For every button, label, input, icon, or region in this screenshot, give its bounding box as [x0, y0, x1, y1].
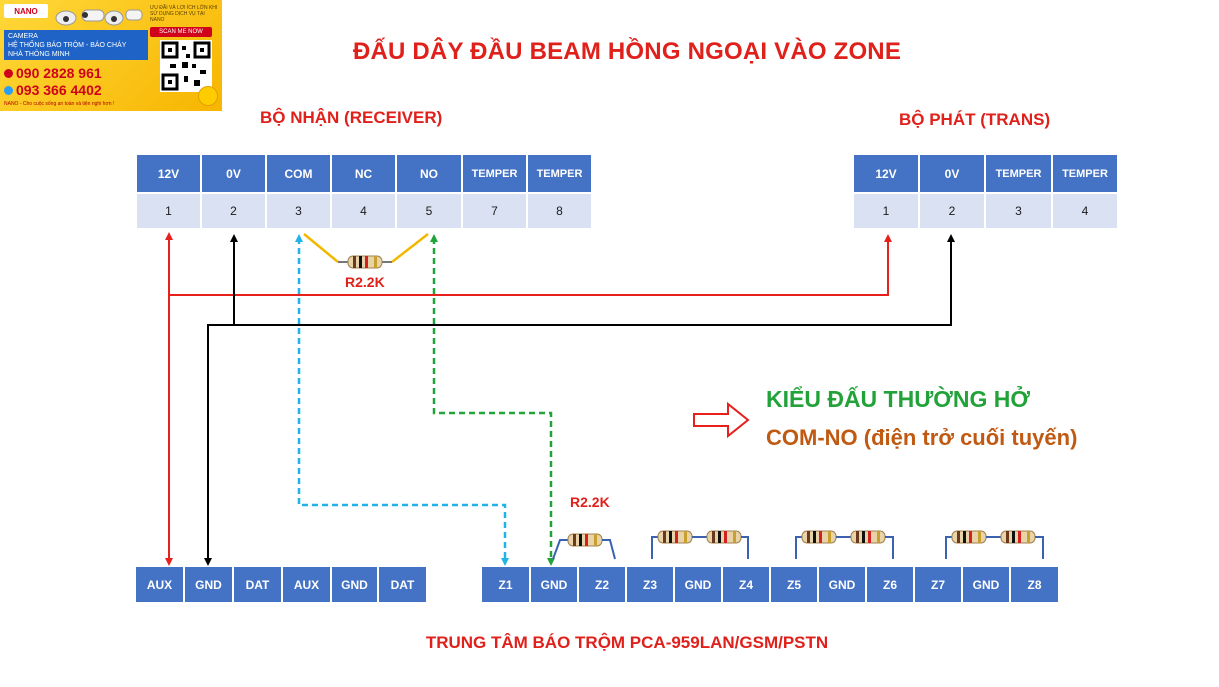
resistor-com-no: [303, 233, 429, 269]
wire-com-z1: [295, 234, 509, 566]
strip-line-1: CAMERA: [8, 33, 38, 40]
promo-text: ƯU ĐÃI VÀ LỢI ÍCH LỚN KHI SỬ DỤNG DỊCH V…: [150, 5, 218, 23]
receiver-terminal-no: NO: [397, 155, 461, 192]
brand-logo: NANO: [4, 4, 48, 18]
brand-name: NANO: [14, 6, 38, 16]
panel-terminal-z7: Z7: [915, 567, 961, 602]
transmitter-terminal-number: 1: [854, 194, 918, 228]
panel-terminal-dat: DAT: [234, 567, 281, 602]
receiver-terminal-temper-1: TEMPER: [463, 155, 526, 192]
panel-terminal-z8: Z8: [1011, 567, 1058, 602]
panel-terminal-gnd: GND: [963, 567, 1009, 602]
panel-terminal-gnd: GND: [819, 567, 865, 602]
service-strip: CAMERA HỆ THỐNG BÁO TRỘM - BÁO CHÁY NHÀ …: [4, 30, 148, 60]
panel-terminal-aux: AUX: [136, 567, 183, 602]
panel-terminal-gnd: GND: [675, 567, 721, 602]
transmitter-terminal-12v: 12V: [854, 155, 918, 192]
phone-icon: [4, 68, 13, 78]
phone-row-1: 090 2828 961: [4, 65, 102, 81]
receiver-terminal-nc: NC: [332, 155, 395, 192]
receiver-terminal-number: 7: [463, 194, 526, 228]
strip-line-3: NHÀ THÔNG MINH: [8, 51, 70, 58]
panel-caption: TRUNG TÂM BÁO TRỘM PCA-959LAN/GSM/PSTN: [425, 633, 829, 652]
transmitter-heading: BỘ PHÁT (TRANS): [899, 110, 1051, 129]
receiver-terminal-number: 8: [528, 194, 591, 228]
panel-terminal-gnd: GND: [531, 567, 577, 602]
receiver-terminal-number: 4: [332, 194, 395, 228]
wire-no-gnd: [430, 234, 555, 566]
wire-0v: [204, 234, 955, 566]
panel-terminal-gnd: GND: [332, 567, 377, 602]
resistor-z7-z8: [945, 530, 1044, 559]
panel-terminal-z4: Z4: [723, 567, 769, 602]
receiver-terminal-temper-2: TEMPER: [528, 155, 591, 192]
receiver-terminal-number: 1: [137, 194, 200, 228]
panel-terminal-z3: Z3: [627, 567, 673, 602]
panel-terminal-dat: DAT: [379, 567, 426, 602]
receiver-terminal-12v: 12V: [137, 155, 200, 192]
transmitter-terminal-temper-2: TEMPER: [1053, 155, 1117, 192]
phone-number-2: 093 366 4402: [16, 82, 102, 98]
phone-number-1: 090 2828 961: [16, 65, 102, 81]
phone-row-2: 093 366 4402: [4, 82, 102, 98]
page-title: ĐẤU DÂY ĐẦU BEAM HỒNG NGOẠI VÀO ZONE: [352, 38, 902, 65]
receiver-terminal-number: 3: [267, 194, 330, 228]
resistor-z1-gnd: [552, 533, 616, 560]
receiver-terminal-number: 5: [397, 194, 461, 228]
panel-terminal-gnd: GND: [185, 567, 232, 602]
resistor-label-top: R2.2K: [345, 274, 385, 290]
receiver-heading: BỘ NHẬN (RECEIVER): [260, 108, 443, 127]
panel-terminal-z5: Z5: [771, 567, 817, 602]
transmitter-terminal-temper-1: TEMPER: [986, 155, 1051, 192]
receiver-terminal-number: 2: [202, 194, 265, 228]
receiver-terminal-0v: 0V: [202, 155, 265, 192]
transmitter-terminal-number: 2: [920, 194, 984, 228]
panel-terminal-z6: Z6: [867, 567, 913, 602]
resistor-label-bottom: R2.2K: [570, 494, 610, 510]
panel-terminal-z2: Z2: [579, 567, 625, 602]
transmitter-terminal-0v: 0V: [920, 155, 984, 192]
strip-line-2: HỆ THỐNG BÁO TRỘM - BÁO CHÁY: [8, 42, 127, 49]
wiring-mode-title: KIỂU ĐẤU THƯỜNG HỞ: [766, 386, 1031, 412]
panel-terminal-z1: Z1: [482, 567, 529, 602]
receiver-terminal-com: COM: [267, 155, 330, 192]
ad-banner: NANO ƯU ĐÃI VÀ LỢI ÍCH LỚN KHI SỬ DỤNG D…: [0, 0, 222, 111]
smiley-icon: [198, 86, 218, 106]
resistor-z3-z4: [651, 530, 749, 559]
wiring-mode-subtitle: COM-NO (điện trở cuối tuyến): [766, 425, 1078, 450]
slogan: NANO - Cho cuộc sống an toàn và tiện ngh…: [4, 101, 115, 107]
zalo-icon: [4, 85, 13, 95]
transmitter-terminal-number: 3: [986, 194, 1051, 228]
camera-icons: [55, 9, 143, 26]
scan-badge: SCAN ME NOW: [150, 27, 212, 37]
panel-terminal-aux: AUX: [283, 567, 330, 602]
arrow-right-icon: [693, 401, 750, 439]
resistor-z5-z6: [795, 530, 894, 559]
transmitter-terminal-number: 4: [1053, 194, 1117, 228]
qr-code-icon: [160, 40, 212, 92]
scan-text: SCAN ME NOW: [159, 29, 203, 35]
